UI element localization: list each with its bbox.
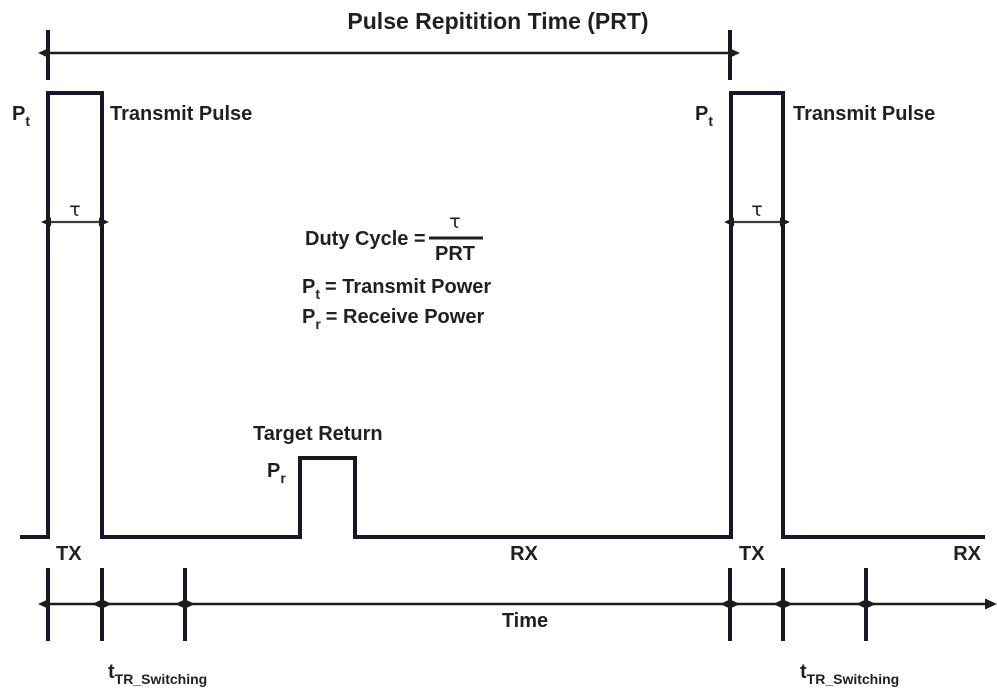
transmit-pulse-label-left: Transmit Pulse	[110, 103, 252, 125]
t-switching-subscript-right: TR_Switching	[807, 671, 900, 687]
target-return-label: Target Return	[253, 423, 383, 445]
pr-definition-text: = Receive Power	[326, 306, 485, 328]
pr-definition-subscript: r	[315, 316, 321, 332]
t-switching-symbol-left: t	[108, 661, 115, 683]
pt-subscript-right: t	[708, 113, 713, 129]
duty-cycle-label: Duty Cycle =	[305, 228, 426, 250]
pulse-waveform	[20, 91, 985, 539]
pt-symbol-left: P	[12, 103, 25, 125]
page-title: Pulse Repitition Time (PRT)	[347, 8, 648, 34]
t-switching-symbol-right: t	[800, 661, 807, 683]
pr-subscript: r	[280, 470, 286, 486]
pr-definition-symbol: P	[302, 306, 315, 328]
transmit-pulse-label-right: Transmit Pulse	[793, 103, 935, 125]
pt-subscript-left: t	[25, 113, 30, 129]
tau-label-right: τ	[751, 199, 762, 221]
tx-label-right: TX	[739, 543, 765, 565]
rx-label-middle: RX	[510, 543, 538, 565]
pt-label-right: Pt	[695, 103, 713, 129]
pt-definition: Pt = Transmit Power	[302, 276, 491, 302]
pr-label: Pr	[267, 460, 286, 486]
duty-cycle-numerator: τ	[449, 211, 460, 233]
tx-label-left: TX	[56, 543, 82, 565]
pt-symbol-right: P	[695, 103, 708, 125]
pt-definition-text: = Transmit Power	[325, 276, 491, 298]
rx-label-right: RX	[953, 543, 981, 565]
pt-definition-symbol: P	[302, 276, 315, 298]
duty-cycle-denominator: PRT	[435, 243, 475, 265]
pt-definition-subscript: t	[315, 286, 320, 302]
time-axis-label: Time	[502, 610, 548, 632]
t-switching-subscript-left: TR_Switching	[115, 671, 208, 687]
t-switching-label-left: tTR_Switching	[108, 661, 207, 687]
t-switching-label-right: tTR_Switching	[800, 661, 899, 687]
pt-label-left: Pt	[12, 103, 30, 129]
pr-symbol: P	[267, 460, 280, 482]
pr-definition: Pr = Receive Power	[302, 306, 484, 332]
tau-label-left: τ	[69, 199, 80, 221]
formula-block: Duty Cycle = τ PRT Pt = Transmit Power Pr…	[302, 211, 491, 332]
